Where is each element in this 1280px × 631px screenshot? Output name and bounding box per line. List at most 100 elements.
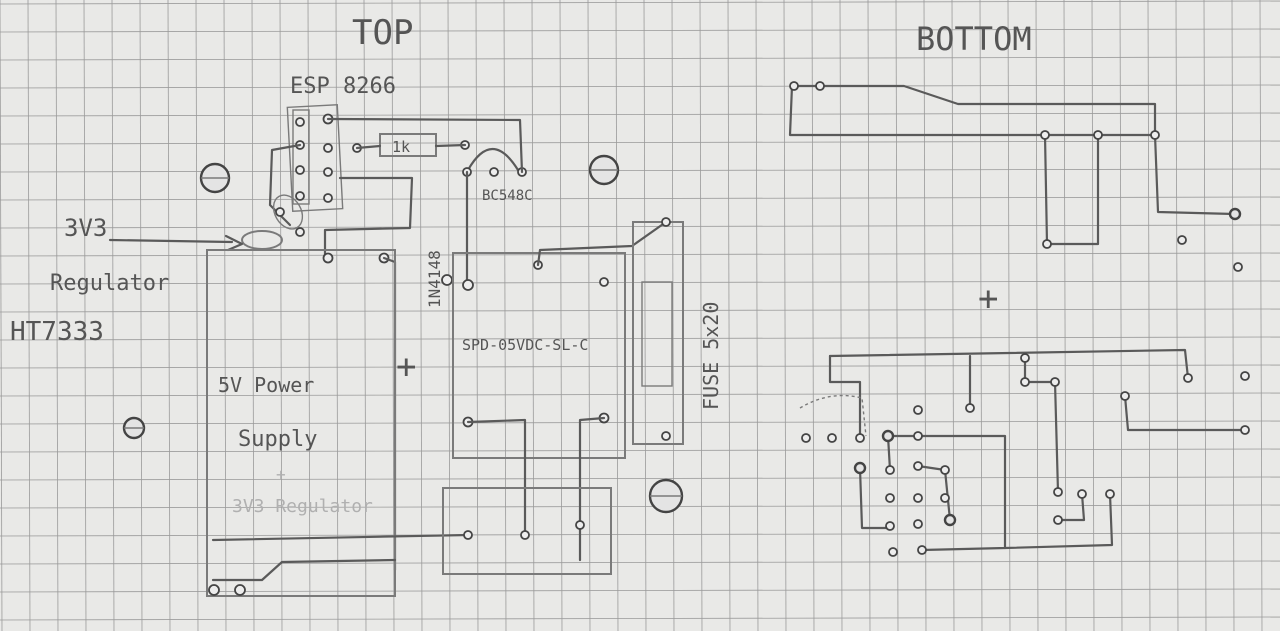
fuse-holder xyxy=(632,221,684,445)
grid-line xyxy=(0,168,1280,173)
esp8266-header xyxy=(286,104,344,212)
grid-line xyxy=(0,532,1280,537)
label-plus-bottom: + xyxy=(978,279,998,319)
grid-line xyxy=(0,28,1280,33)
grid-line xyxy=(0,0,1280,5)
grid-line xyxy=(27,0,31,631)
grid-line xyxy=(923,0,927,631)
grid-line xyxy=(1203,0,1207,631)
grid-line xyxy=(167,0,171,631)
label-esp8266: ESP 8266 xyxy=(290,74,396,99)
grid-line xyxy=(867,0,871,631)
grid-line xyxy=(0,336,1280,341)
grid-line xyxy=(1175,0,1179,631)
grid-line xyxy=(363,0,367,631)
grid-line xyxy=(0,420,1280,425)
grid-line xyxy=(391,0,395,631)
grid-line xyxy=(419,0,423,631)
mounting-holes-top xyxy=(122,154,684,514)
label-bottom: BOTTOM xyxy=(916,20,1032,58)
grid-line xyxy=(0,252,1280,257)
relay-body xyxy=(452,252,626,459)
grid-line xyxy=(83,0,87,631)
grid-line xyxy=(1147,0,1151,631)
grid-line xyxy=(839,0,843,631)
grid-line xyxy=(447,0,451,631)
grid-line xyxy=(1119,0,1123,631)
grid-line xyxy=(503,0,507,631)
grid-line xyxy=(279,0,283,631)
bottom-pads xyxy=(801,353,1250,557)
grid-line xyxy=(0,84,1280,89)
grid-line xyxy=(0,476,1280,481)
grid-line xyxy=(0,616,1280,621)
grid-line xyxy=(251,0,255,631)
grid-line xyxy=(0,0,3,631)
label-psu-line4: 3V3 Regulator xyxy=(232,496,373,517)
grid-line xyxy=(139,0,143,631)
esp8266-inner-strip xyxy=(292,109,310,205)
grid-line xyxy=(0,140,1280,145)
grid-line xyxy=(1259,0,1263,631)
grid-line xyxy=(643,0,647,631)
label-diode: 1N4148 xyxy=(425,250,444,308)
label-regulator-model: HT7333 xyxy=(10,317,104,347)
grid-line xyxy=(223,0,227,631)
transistor-body xyxy=(466,147,520,172)
grid-line xyxy=(0,504,1280,509)
label-psu-line1: 5V Power xyxy=(218,373,314,397)
grid-line xyxy=(0,112,1280,117)
label-fuse: FUSE 5x20 xyxy=(699,302,723,410)
grid-line xyxy=(0,588,1280,593)
grid-line xyxy=(0,448,1280,453)
esp8266-pins xyxy=(295,113,334,203)
grid-line xyxy=(727,0,731,631)
terminal-block xyxy=(442,487,612,575)
power-supply-module xyxy=(206,249,396,597)
top-layout: TOP ESP 8266 1k BC548C 3V3 Regulator HT7… xyxy=(10,13,723,597)
label-regulator-voltage: 3V3 xyxy=(64,214,107,242)
grid-line xyxy=(587,0,591,631)
label-regulator-word: Regulator xyxy=(50,271,169,296)
grid-line xyxy=(0,308,1280,313)
grid-line xyxy=(979,0,983,631)
grid-line xyxy=(1063,0,1067,631)
grid-line xyxy=(55,0,59,631)
label-transistor: BC548C xyxy=(482,188,533,204)
grid-line xyxy=(811,0,815,631)
label-resistor: 1k xyxy=(392,138,410,156)
grid-line xyxy=(951,0,955,631)
grid-line xyxy=(755,0,759,631)
grid-line xyxy=(195,0,199,631)
grid-line xyxy=(1091,0,1095,631)
label-psu-line3: + xyxy=(276,465,286,484)
grid-line xyxy=(783,0,787,631)
bottom-layout: BOTTOM + xyxy=(788,20,1250,557)
grid-line xyxy=(671,0,675,631)
grid-line xyxy=(0,56,1280,61)
grid-line xyxy=(559,0,563,631)
label-psu-line2: Supply xyxy=(238,427,317,452)
grid-line xyxy=(111,0,115,631)
grid-line xyxy=(1007,0,1011,631)
regulator-body xyxy=(241,230,283,250)
grid-line xyxy=(0,280,1280,285)
grid-line xyxy=(0,224,1280,229)
grid-line xyxy=(1231,0,1235,631)
grid-line xyxy=(0,560,1280,565)
grid-line xyxy=(0,364,1280,369)
label-relay: SPD-05VDC-SL-C xyxy=(462,336,588,354)
grid-line xyxy=(1035,0,1039,631)
grid-line xyxy=(895,0,899,631)
grid-line xyxy=(475,0,479,631)
label-top: TOP xyxy=(352,13,413,53)
grid-line xyxy=(307,0,311,631)
grid-line xyxy=(0,392,1280,397)
label-plus-top: + xyxy=(396,347,416,387)
grid-line xyxy=(0,196,1280,201)
grid-line xyxy=(615,0,619,631)
grid-line xyxy=(699,0,703,631)
